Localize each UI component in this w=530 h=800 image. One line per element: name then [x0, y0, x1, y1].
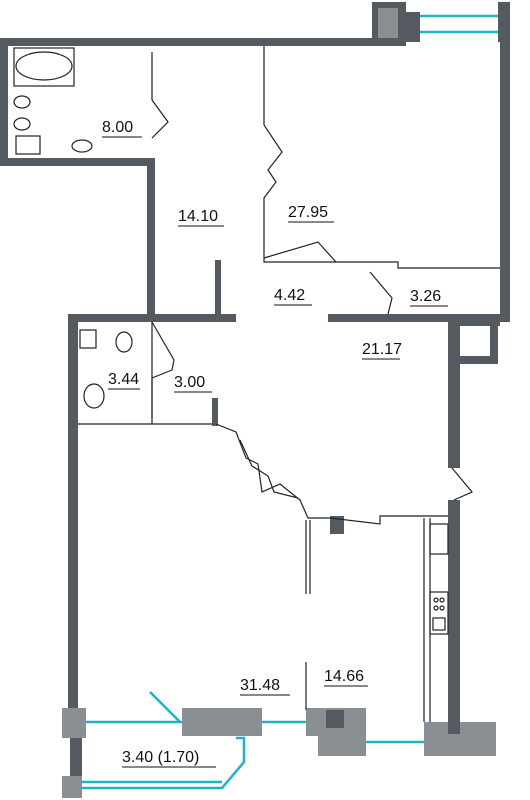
area-label-living-hall: 21.17 [362, 341, 402, 358]
area-label-kitchen: 14.66 [324, 668, 364, 685]
interior-walls [13, 46, 500, 722]
area-label-living: 31.48 [240, 677, 280, 694]
area-label-corridor: 4.42 [274, 287, 305, 304]
area-label-pantry: 3.00 [174, 374, 205, 391]
area-label-closet: 3.26 [410, 288, 441, 305]
area-label-balcony: 3.40 (1.70) [122, 749, 199, 766]
exterior-walls [0, 2, 510, 798]
windows [82, 14, 498, 790]
area-label-wc: 3.44 [108, 371, 139, 388]
area-label-bathroom: 8.00 [102, 119, 133, 136]
area-label-bedroom: 27.95 [288, 204, 328, 221]
room-labels: 8.00 14.10 27.95 4.42 3.26 21.17 3.44 3.… [102, 119, 448, 768]
area-label-hall: 14.10 [178, 208, 218, 225]
